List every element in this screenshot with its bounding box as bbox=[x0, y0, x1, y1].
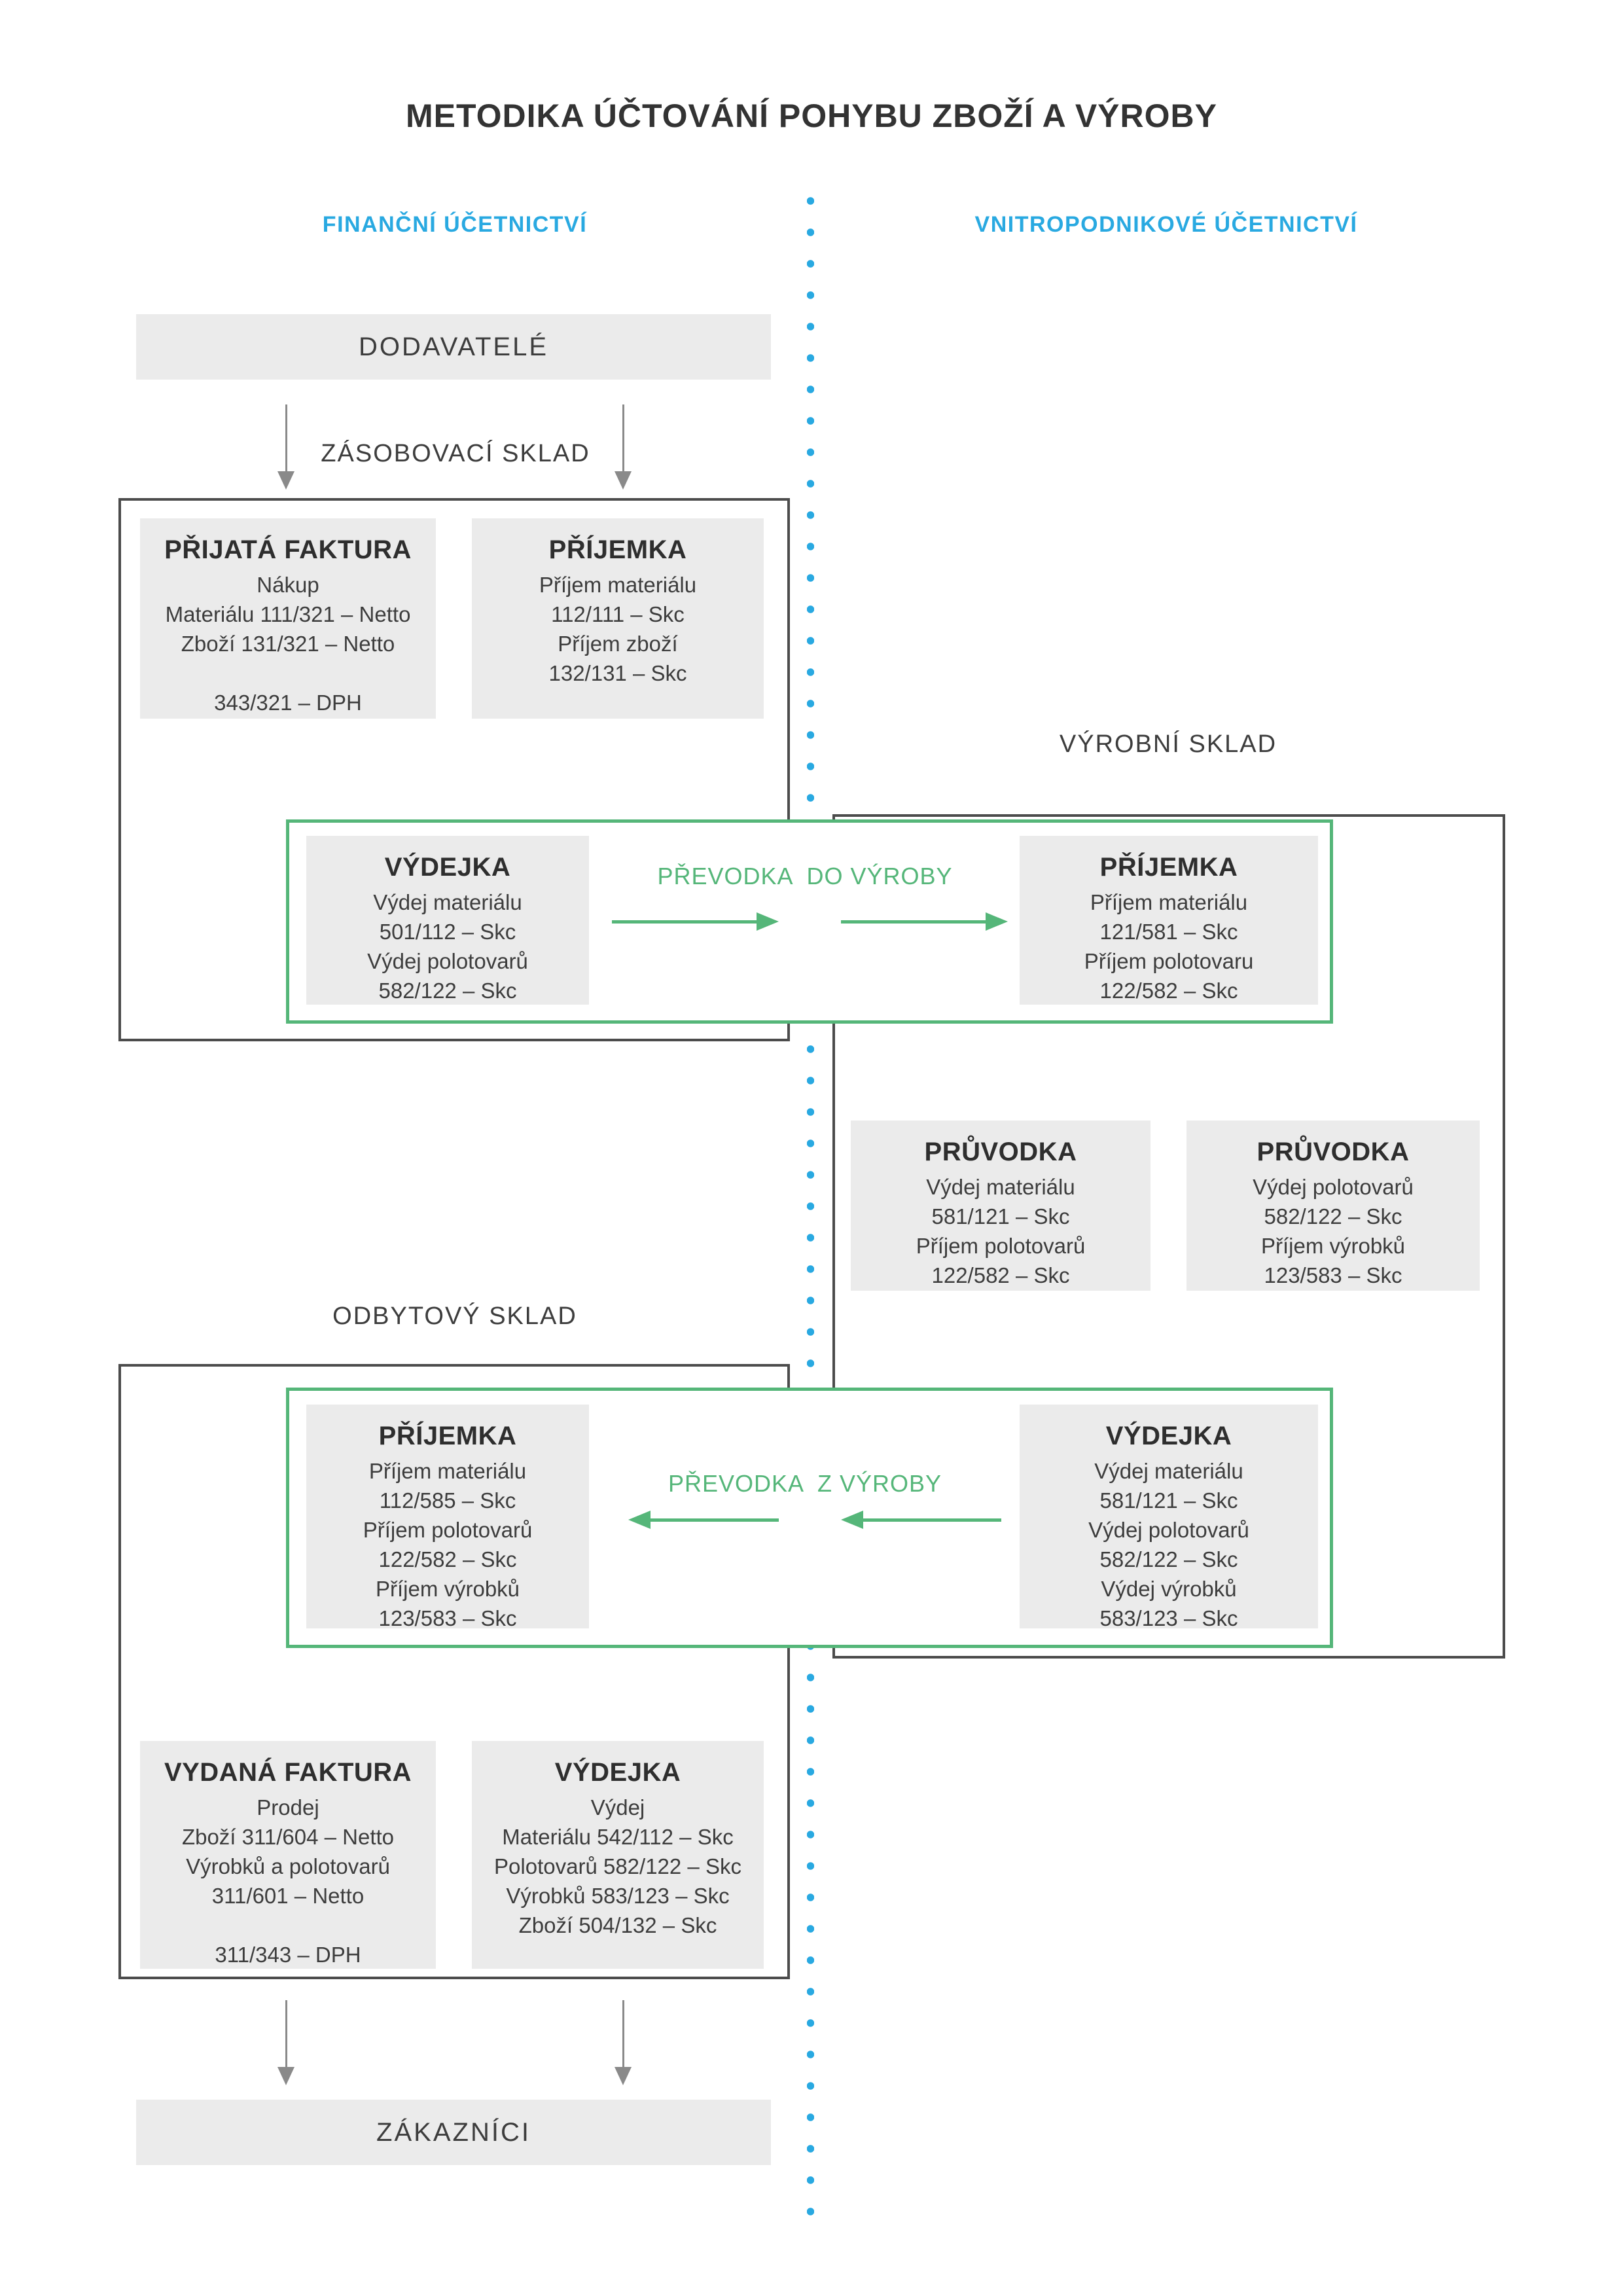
card-title: PRŮVODKA bbox=[1257, 1138, 1410, 1166]
customers-box: ZÁKAZNÍCI bbox=[136, 2100, 771, 2165]
arrow-left-icon bbox=[628, 1510, 779, 1530]
arrow-shaft bbox=[612, 920, 759, 924]
suppliers-box: DODAVATELÉ bbox=[136, 314, 771, 380]
card-title: VYDANÁ FAKTURA bbox=[164, 1758, 412, 1787]
card-title: PŘÍJEMKA bbox=[378, 1422, 517, 1450]
transfer-label-to-production: PŘEVODKA DO VÝROBY bbox=[657, 863, 953, 889]
arrow-head bbox=[757, 912, 779, 931]
section-label-sales-warehouse: ODBYTOVÝ SKLAD bbox=[332, 1302, 577, 1330]
arrow-shaft bbox=[648, 1518, 779, 1522]
transfer-label-from-production: PŘEVODKA Z VÝROBY bbox=[668, 1470, 942, 1497]
arrow-down-icon bbox=[613, 404, 633, 490]
card-title: VÝDEJKA bbox=[1105, 1422, 1232, 1450]
arrow-shaft bbox=[622, 404, 624, 473]
arrow-head bbox=[986, 912, 1008, 931]
arrow-shaft bbox=[841, 920, 988, 924]
arrow-down-icon bbox=[276, 2000, 296, 2085]
card-title: PŘIJATÁ FAKTURA bbox=[164, 535, 412, 564]
arrow-shaft bbox=[622, 2000, 624, 2068]
column-header-internal-accounting: VNITROPODNIKOVÉ ÚČETNICTVÍ bbox=[974, 212, 1358, 237]
arrow-shaft bbox=[861, 1518, 1001, 1522]
arrow-head bbox=[615, 2067, 632, 2085]
card-title: VÝDEJKA bbox=[554, 1758, 681, 1787]
arrow-down-icon bbox=[276, 404, 296, 490]
section-label-supply-warehouse: ZÁSOBOVACÍ SKLAD bbox=[321, 440, 590, 467]
section-label-production-warehouse: VÝROBNÍ SKLAD bbox=[1059, 730, 1277, 758]
column-header-financial-accounting: FINANČNÍ ÚČETNICTVÍ bbox=[322, 212, 588, 237]
arrow-right-icon bbox=[612, 912, 779, 931]
arrow-head bbox=[277, 2067, 294, 2085]
arrow-head bbox=[841, 1511, 863, 1529]
arrow-shaft bbox=[285, 2000, 287, 2068]
card-title: VÝDEJKA bbox=[384, 853, 511, 882]
page-title: METODIKA ÚČTOVÁNÍ POHYBU ZBOŽÍ A VÝROBY bbox=[405, 98, 1217, 134]
arrow-head bbox=[628, 1511, 651, 1529]
arrow-right-icon bbox=[841, 912, 1008, 931]
arrow-down-icon bbox=[613, 2000, 633, 2085]
column-divider-dotted-line bbox=[807, 193, 814, 2229]
arrow-shaft bbox=[285, 404, 287, 473]
arrow-head bbox=[615, 471, 632, 490]
card-title: PRŮVODKA bbox=[924, 1138, 1077, 1166]
card-title: PŘÍJEMKA bbox=[1099, 853, 1238, 882]
card-title: PŘÍJEMKA bbox=[548, 535, 687, 564]
arrow-left-icon bbox=[841, 1510, 1001, 1530]
arrow-head bbox=[277, 471, 294, 490]
